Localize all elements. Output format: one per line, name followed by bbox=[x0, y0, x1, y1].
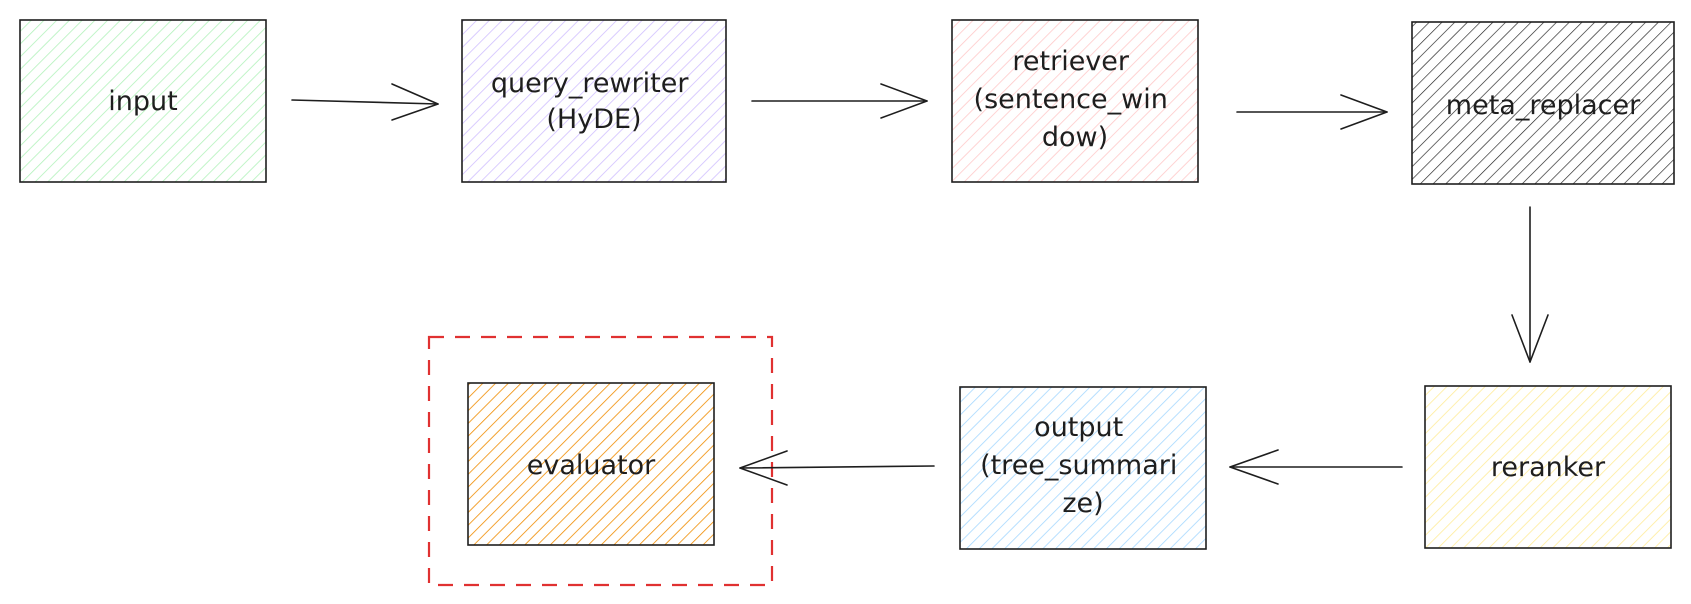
retriever-label: retriever (sentence_win dow) bbox=[974, 46, 1177, 153]
evaluator-label-line: evaluator bbox=[527, 450, 656, 481]
node-reranker: reranker bbox=[1424, 385, 1672, 549]
retriever-label-line: dow) bbox=[1042, 122, 1108, 153]
reranker-label: reranker bbox=[1491, 452, 1606, 483]
edge-retriever-to-meta-replacer bbox=[1236, 94, 1388, 130]
node-evaluator: evaluator bbox=[467, 382, 715, 546]
meta-replacer-label-line: meta_replacer bbox=[1446, 90, 1641, 121]
reranker-box bbox=[1424, 385, 1672, 549]
retriever-label-line: (sentence_win bbox=[974, 84, 1168, 115]
meta-replacer-label: meta_replacer bbox=[1446, 90, 1641, 121]
retriever-label-line: retriever bbox=[1012, 46, 1130, 77]
input-label-line: input bbox=[108, 86, 177, 117]
output-label-line: output bbox=[1034, 412, 1123, 443]
edge-input-to-query-rewriter bbox=[291, 83, 439, 121]
reranker-label-line: reranker bbox=[1491, 452, 1606, 483]
query-rewriter-label-line: (HyDE) bbox=[546, 104, 641, 135]
evaluator-highlight-frame bbox=[427, 335, 774, 587]
node-meta-replacer: meta_replacer bbox=[1411, 21, 1675, 185]
input-box bbox=[19, 19, 267, 183]
output-label: output (tree_summari ze) bbox=[980, 412, 1186, 519]
query-rewriter-label-line: query_rewriter bbox=[491, 68, 689, 99]
edge-meta-replacer-to-reranker bbox=[1511, 206, 1549, 363]
node-query-rewriter: query_rewriter (HyDE) bbox=[461, 19, 727, 183]
node-retriever: retriever (sentence_win dow) bbox=[951, 19, 1199, 183]
edge-reranker-to-output bbox=[1229, 449, 1403, 485]
evaluator-box bbox=[467, 382, 715, 546]
output-label-line: ze) bbox=[1062, 488, 1103, 519]
input-label: input bbox=[108, 86, 177, 117]
evaluator-label: evaluator bbox=[527, 450, 656, 481]
query-rewriter-box bbox=[461, 19, 727, 183]
edge-output-to-evaluator bbox=[739, 450, 935, 486]
query-rewriter-label: query_rewriter (HyDE) bbox=[491, 68, 697, 135]
node-output: output (tree_summari ze) bbox=[959, 386, 1207, 550]
retriever-box bbox=[951, 19, 1199, 183]
node-input: input bbox=[19, 19, 267, 183]
edge-query-rewriter-to-retriever bbox=[751, 83, 928, 119]
output-box bbox=[959, 386, 1207, 550]
meta-replacer-box bbox=[1411, 21, 1675, 185]
output-label-line: (tree_summari bbox=[980, 450, 1177, 481]
